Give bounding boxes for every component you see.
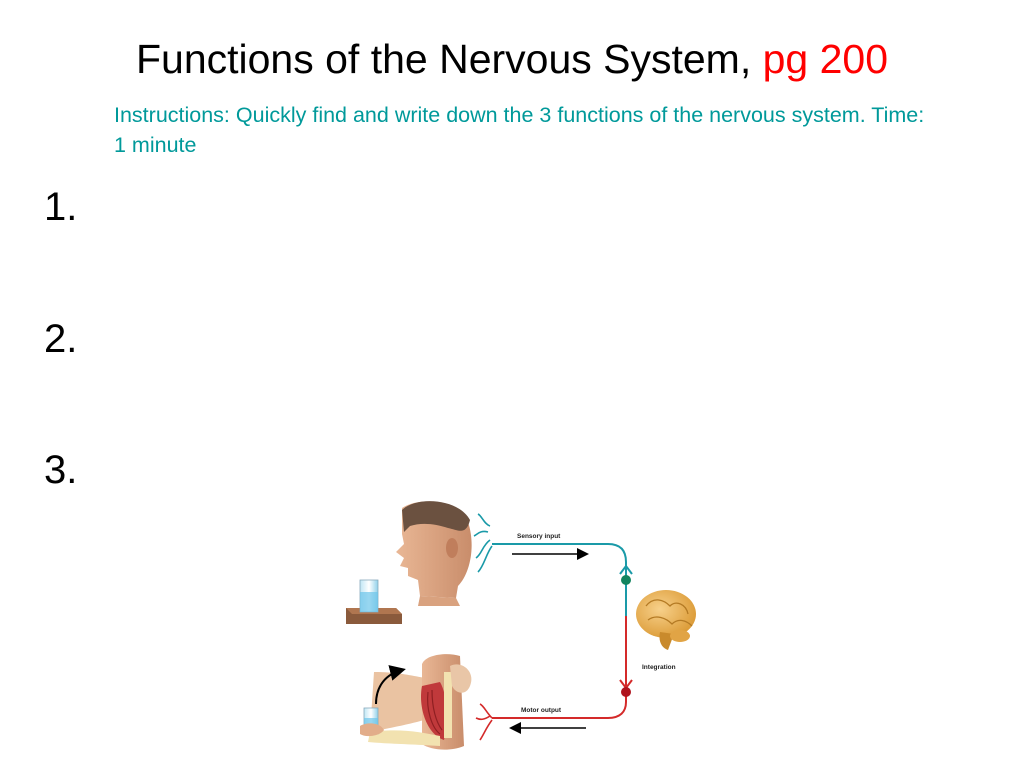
- motor-pathway: [475, 616, 633, 741]
- arm-illustration: [360, 654, 472, 750]
- title-main: Functions of the Nervous System,: [135, 36, 763, 82]
- instructions-text: Instructions: Quickly find and write dow…: [114, 103, 925, 157]
- sensory-input-label: Sensory input: [517, 533, 561, 540]
- brain-illustration: [636, 590, 696, 650]
- list-number-3: 3.: [44, 448, 78, 492]
- slide-title: Functions of the Nervous System, pg 200: [0, 36, 1024, 83]
- list-number-1: 1.: [44, 185, 78, 229]
- list-number-2: 2.: [44, 317, 78, 361]
- nervous-system-diagram: Sensory input Integration Motor output: [346, 501, 696, 750]
- motor-output-label: Motor output: [521, 707, 562, 714]
- sensory-pathway: [473, 513, 633, 616]
- glass-on-table-illustration: [346, 579, 402, 624]
- head-illustration: [396, 501, 472, 606]
- integration-label: Integration: [642, 664, 676, 671]
- title-page-ref: pg 200: [762, 36, 889, 82]
